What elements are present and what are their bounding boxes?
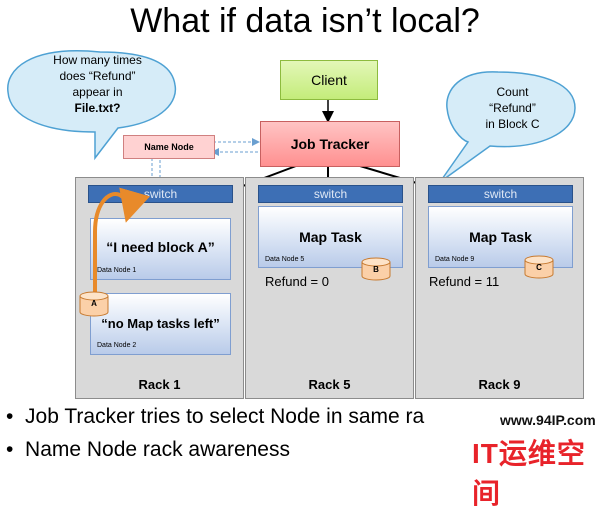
rack-1: switch “I need block A” Data Node 1 “no … xyxy=(75,177,244,399)
rack-9-switch: switch xyxy=(428,185,573,203)
data-node-2-message: “no Map tasks left” xyxy=(101,316,220,331)
rack-5-refund-count: Refund = 0 xyxy=(265,274,329,289)
callout-right-line: Count xyxy=(496,85,529,99)
data-node-9-name: Data Node 9 xyxy=(435,256,475,263)
slide-title: What if data isn’t local? xyxy=(130,2,480,40)
block-b-label: B xyxy=(373,265,379,274)
watermark-brand: IT运维空间 xyxy=(472,438,586,509)
block-c-cylinder xyxy=(524,255,554,279)
bullet-2: • Name Node rack awareness xyxy=(6,438,290,462)
block-a-label: A xyxy=(91,299,97,308)
rack-5: switch Map Task Data Node 5 Refund = 0 R… xyxy=(245,177,414,399)
data-node-9-task: Map Task xyxy=(469,229,532,245)
callout-right-bubble xyxy=(439,71,576,183)
bullet-1: • Job Tracker tries to select Node in sa… xyxy=(6,405,424,429)
rack-9-label: Rack 9 xyxy=(478,377,521,392)
data-node-5-task: Map Task xyxy=(299,229,362,245)
name-node-label: Name Node xyxy=(144,142,194,152)
block-overlay xyxy=(79,187,554,317)
rack-5-label: Rack 5 xyxy=(308,377,351,392)
callout-right-text: Count “Refund” in Block C xyxy=(460,84,565,132)
connector-layer xyxy=(7,50,576,222)
block-b-cylinder xyxy=(361,257,391,281)
block-a-cylinder xyxy=(79,291,109,317)
callout-right-line: in Block C xyxy=(485,117,540,131)
callout-right-line: “Refund” xyxy=(489,101,536,115)
block-c-label: C xyxy=(536,263,542,272)
data-node-1-name: Data Node 1 xyxy=(97,267,137,274)
callout-left-text: How many times does “Refund” appear in F… xyxy=(30,52,165,116)
callout-left-line: How many times xyxy=(53,53,142,67)
bullet-marker: • xyxy=(6,405,26,428)
data-node-5-name: Data Node 5 xyxy=(265,256,305,263)
callout-left-line: appear in xyxy=(72,85,123,99)
watermark-backdrop xyxy=(470,408,610,475)
callout-left-line: File.txt? xyxy=(74,101,121,115)
name-node-box: Name Node xyxy=(123,135,215,159)
client-box: Client xyxy=(280,60,378,100)
job-tracker-box: Job Tracker xyxy=(260,121,400,167)
rack-9-refund-count: Refund = 11 xyxy=(429,274,500,289)
client-label: Client xyxy=(311,72,347,88)
callout-left-bubble xyxy=(7,50,177,161)
data-node-2-name: Data Node 2 xyxy=(97,342,137,349)
bullet-1-text: Job Tracker tries to select Node in same… xyxy=(25,405,425,428)
fetch-block-arrow xyxy=(93,187,150,292)
data-node-2: “no Map tasks left” Data Node 2 xyxy=(90,293,231,355)
rack-1-label: Rack 1 xyxy=(138,377,181,392)
callout-left-line: does “Refund” xyxy=(59,69,136,83)
bullet-marker: • xyxy=(6,438,26,461)
bullet-2-text: Name Node rack awareness xyxy=(25,438,290,461)
data-node-1: “I need block A” Data Node 1 xyxy=(90,218,231,280)
job-tracker-label: Job Tracker xyxy=(290,136,370,152)
watermark-url: www.94IP.com xyxy=(500,412,596,428)
rack-9: switch Map Task Data Node 9 Refund = 11 … xyxy=(415,177,584,399)
rack-5-switch: switch xyxy=(258,185,403,203)
data-node-1-message: “I need block A” xyxy=(106,239,215,255)
